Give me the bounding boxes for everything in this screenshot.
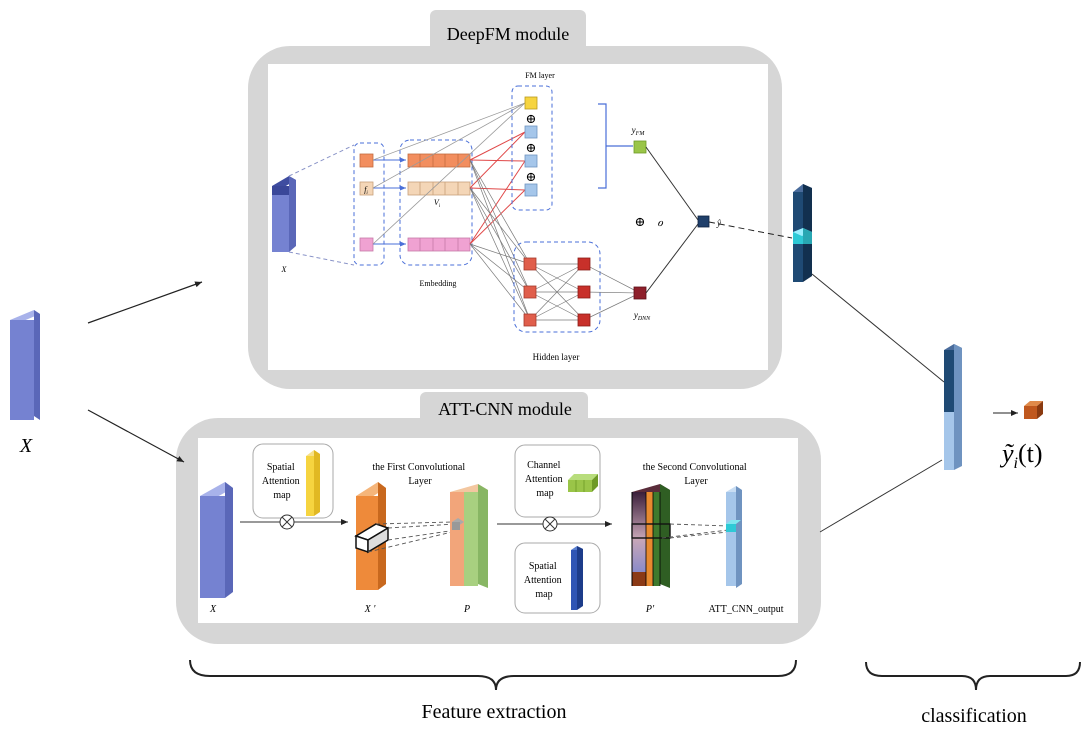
attcnn-title: ATT-CNN module [438,399,572,419]
classification-brace [865,661,1081,691]
svg-text:⊕: ⊕ [526,111,537,126]
output-cube [1024,401,1043,419]
classification-label: classification [921,705,1027,727]
hidden-layer-label: Hidden layer [533,352,580,362]
feature-extraction-brace [189,659,797,691]
att-cnn-output-label: ATT_CNN_output [709,604,784,615]
vector-label: Vi [434,198,441,209]
x-prime-label: X ' [364,604,377,615]
arrow-to-attcnn [87,409,185,463]
svg-text:⊕: ⊕ [635,214,646,229]
main-input-label: X [19,435,33,457]
spatial-attention-label-2: Spatial Attention map [524,561,564,600]
svg-text:ℴ: ℴ [657,214,664,229]
attcnn-input-label: X [209,604,217,615]
svg-text:⊕: ⊕ [526,140,537,155]
arrow-to-deepfm [87,281,203,324]
svg-text:⊕: ⊕ [526,169,537,184]
classifier-vector [944,344,962,470]
deepfm-module [248,10,782,389]
deepfm-diagram: ⊕ ⊕ ⊕ ⊕ ℴ [272,85,710,333]
p-prime-label: P' [645,604,655,615]
channel-attention-label: Channel Attention map [525,460,565,499]
y-fm-label: yFM [631,125,646,137]
field-label: fi [364,185,368,196]
first-conv-label: the First Convolutional Layer [372,462,467,487]
feature-extraction-label: Feature extraction [422,701,567,723]
second-conv-label: the Second Convolutional Layer [643,462,749,487]
deepfm-title: DeepFM module [447,24,569,44]
p-label: P [463,604,470,615]
main-input-block [10,310,40,420]
fm-layer-label: FM layer [525,71,555,80]
y-hat-label: ŷ [716,218,721,228]
attcnn-diagram [200,443,943,614]
deepfm-output-vector [708,184,945,383]
embedding-label: Embedding [420,279,457,288]
deepfm-input-label: X [281,265,288,274]
y-dnn-label: yDNN [633,310,651,322]
output-label: ỹi(t) [999,439,1043,472]
spatial-attention-label-1: Spatial Attention map [262,462,302,501]
